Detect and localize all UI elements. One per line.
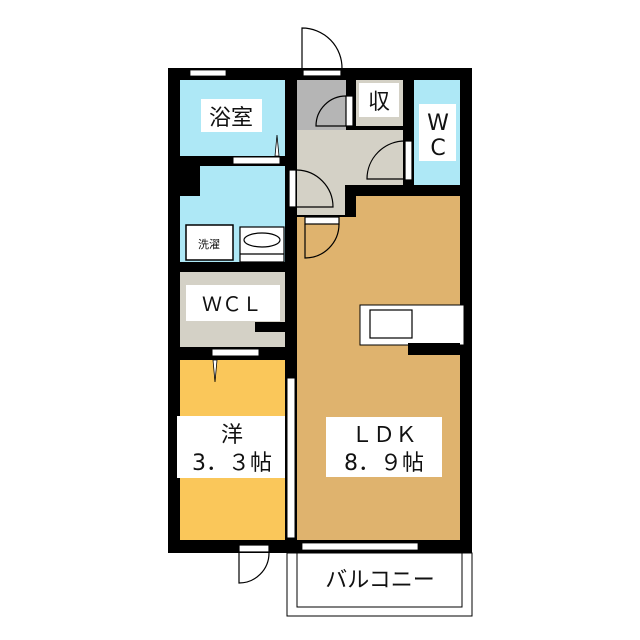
ldk-room [297, 217, 460, 540]
wc-label-c: C [430, 136, 445, 161]
wcl-door[interactable] [211, 348, 260, 357]
wc-door[interactable] [366, 140, 413, 181]
window-ldk [301, 542, 419, 551]
wcl-notch [255, 322, 285, 332]
hall [297, 130, 403, 185]
western-size: 3．３帖 [192, 451, 272, 476]
washroom-door[interactable] [288, 169, 334, 208]
washroom-notch [180, 166, 200, 196]
western-exit-door[interactable] [238, 544, 270, 584]
western-closet-marker [212, 359, 218, 383]
bath-label: 浴室 [209, 106, 253, 131]
hall-lower [297, 185, 345, 215]
washing-machine [185, 224, 234, 261]
ldk-size: 8．９帖 [344, 451, 424, 476]
wc-label-w: W [427, 111, 449, 136]
sliding-door[interactable] [286, 377, 296, 539]
ldk-name: ＬＤＫ [351, 423, 417, 448]
ldk-door[interactable] [304, 216, 340, 259]
wash-basin [239, 226, 285, 263]
balcony [286, 552, 473, 617]
storage-label: 収 [368, 90, 390, 115]
storage-door[interactable] [315, 95, 354, 127]
wcl-label: ＷＣＬ [202, 292, 262, 316]
window-bath [189, 69, 227, 77]
sink [369, 309, 413, 339]
bath-door[interactable] [232, 134, 281, 165]
entrance-door[interactable] [301, 27, 343, 77]
kitchen-counter [359, 304, 465, 355]
laundry-label: 洗濯 [198, 238, 220, 251]
balcony-label: バルコニー [325, 568, 435, 593]
entry [297, 80, 346, 130]
western-name: 洋 [221, 423, 243, 448]
ldk-room-upper [356, 196, 460, 226]
